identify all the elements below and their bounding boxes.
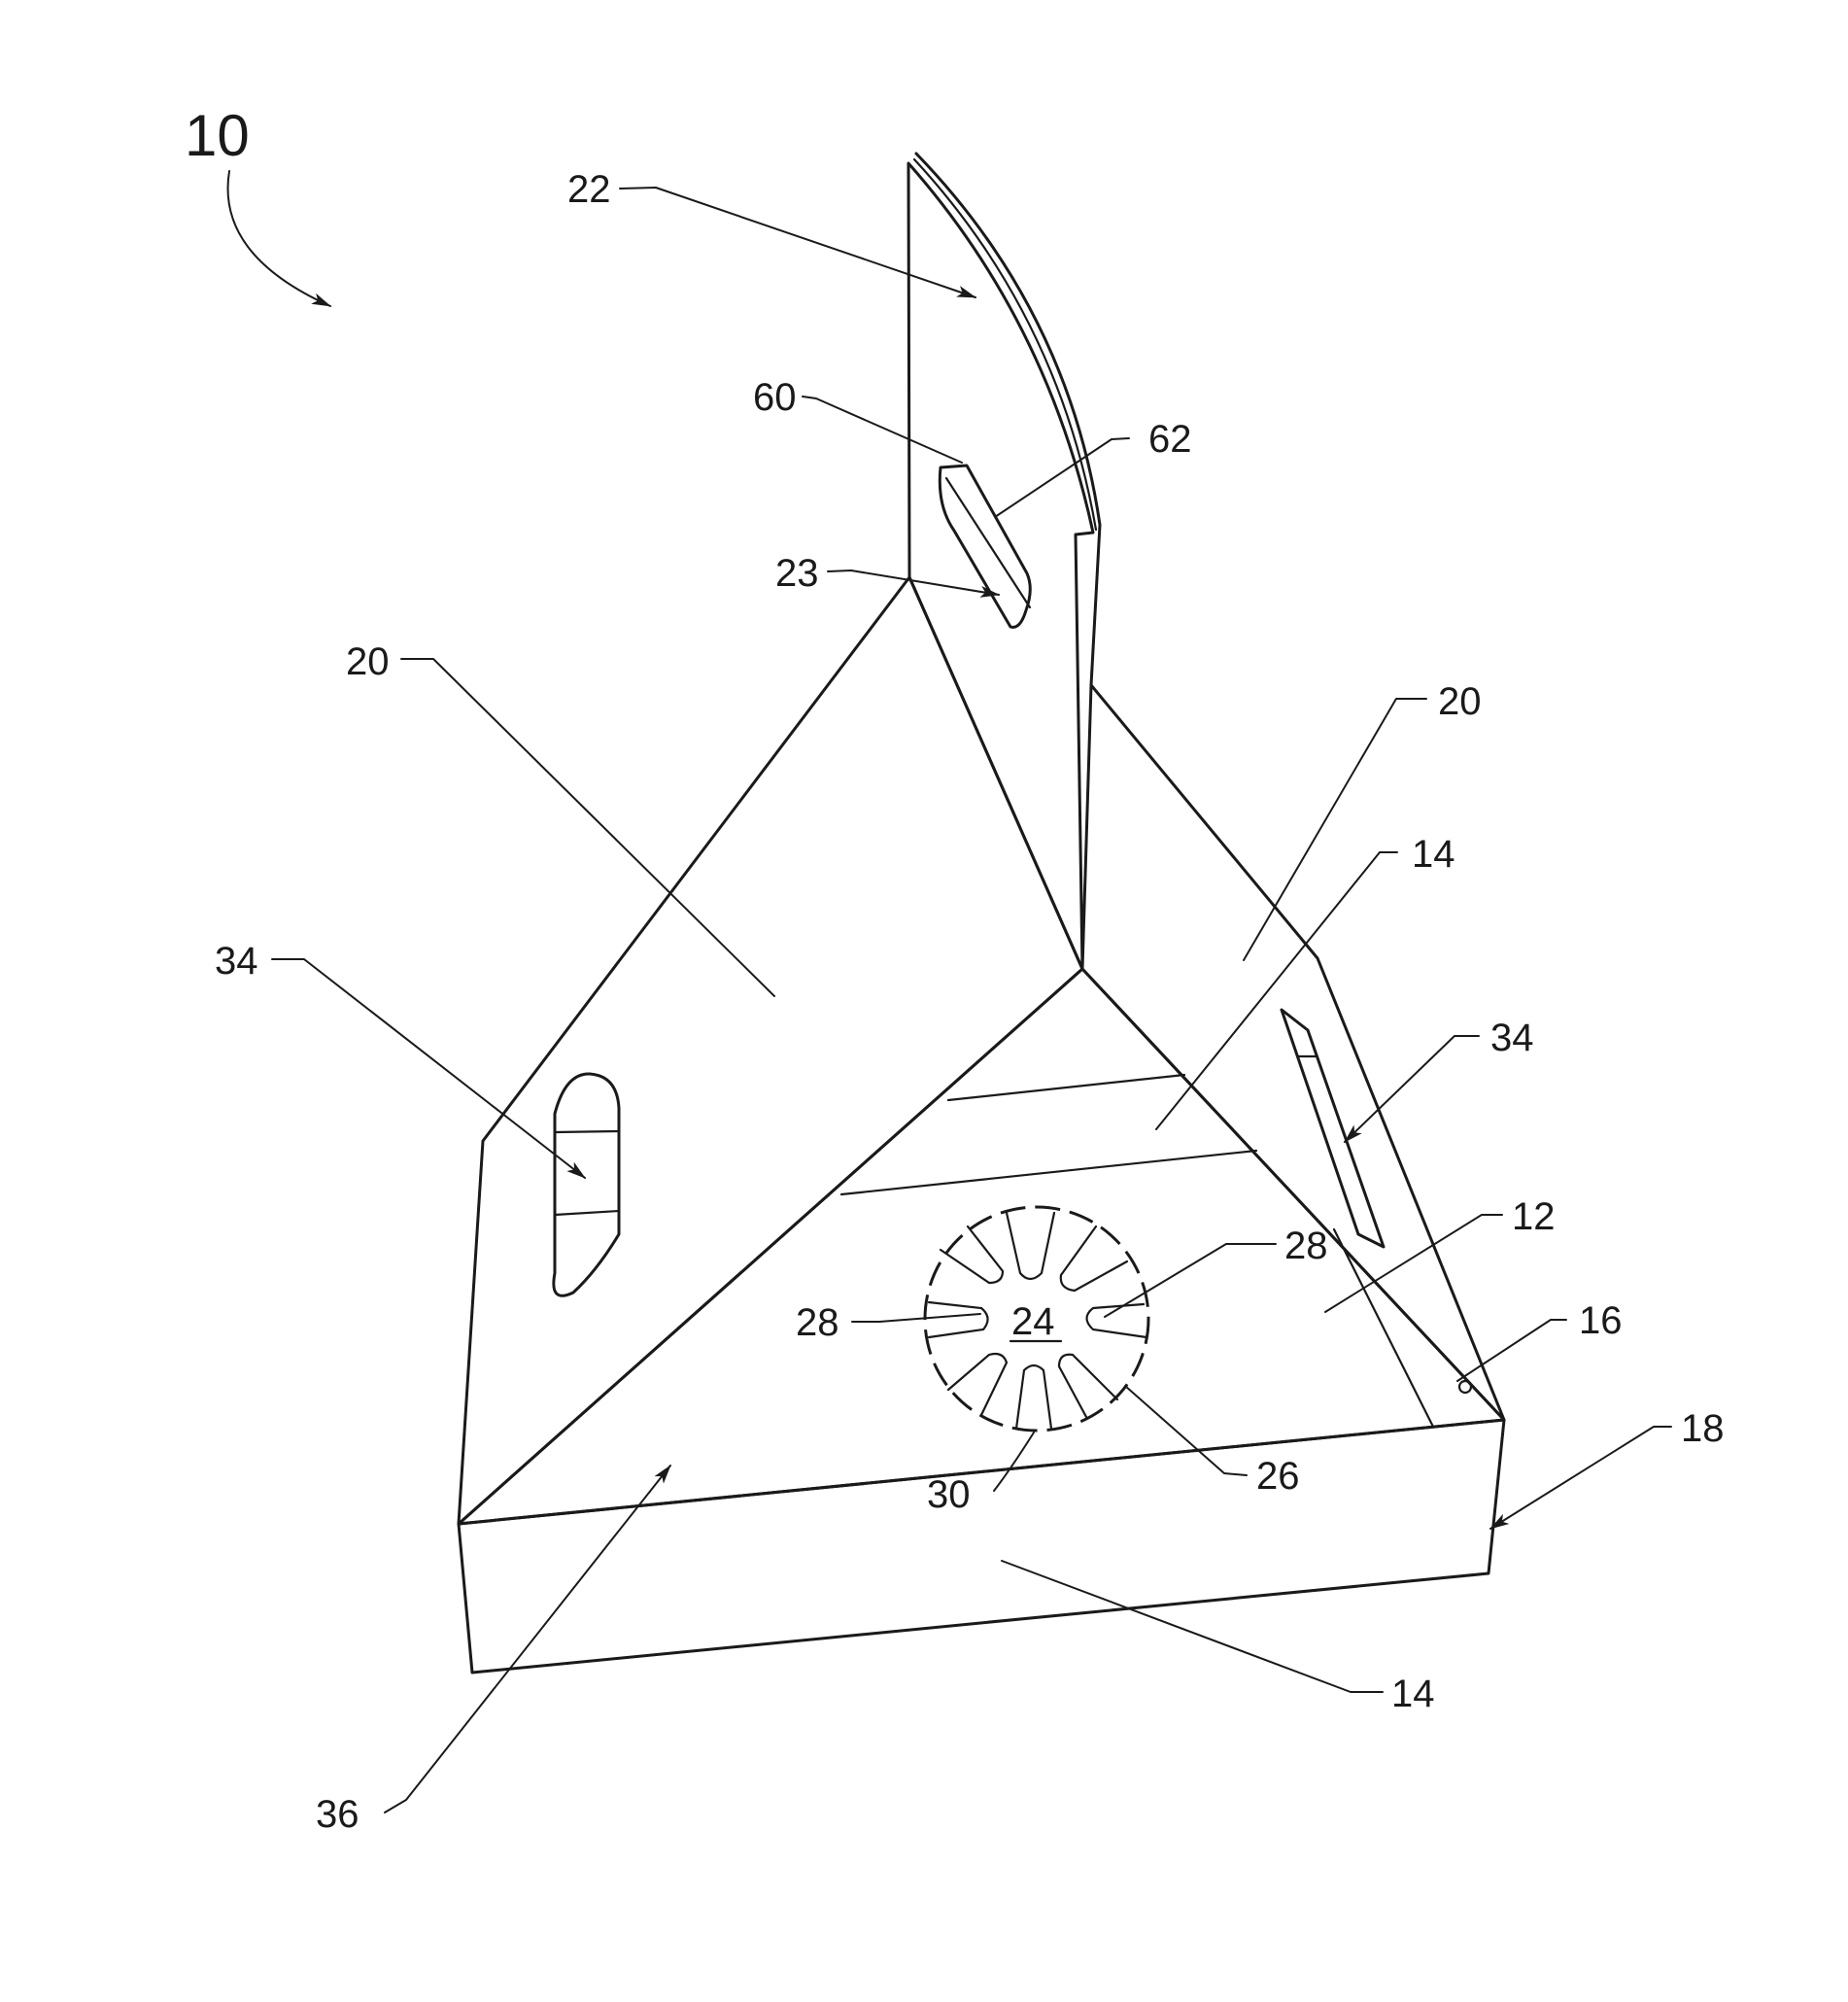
leader-26: [1125, 1386, 1247, 1475]
label-rim: 18: [1681, 1407, 1725, 1450]
leader-30: [994, 1432, 1034, 1491]
leader-20-right: [1244, 699, 1426, 960]
spoke-top-right: [1061, 1226, 1127, 1291]
leader-18: [1490, 1427, 1671, 1529]
leader-34-right: [1345, 1036, 1479, 1142]
blade-back-edge: [916, 154, 1100, 685]
blade-edge-line: [914, 159, 1096, 530]
leader-lines: [228, 171, 1671, 1812]
label-corner: 16: [1579, 1299, 1623, 1342]
top-face: [459, 969, 1504, 1524]
leader-10: [228, 171, 330, 306]
front-band-face: [459, 1420, 1504, 1673]
label-circle-bottom: 30: [927, 1473, 971, 1516]
label-hub: 24: [1011, 1300, 1055, 1343]
spoke-bottom-right: [1059, 1355, 1117, 1417]
left-slot-divider-2: [555, 1211, 619, 1215]
leader-14-bottom: [1002, 1561, 1383, 1692]
label-circle-outline: 26: [1256, 1455, 1300, 1498]
right-slot: [1282, 1010, 1384, 1247]
corner-mark: [1459, 1381, 1471, 1393]
leader-60: [803, 397, 962, 463]
spoke-bottom-left: [948, 1354, 1007, 1415]
label-side-wall-right: 20: [1438, 680, 1482, 723]
device-body: [459, 154, 1504, 1673]
label-base: 12: [1512, 1195, 1556, 1238]
label-slot: 23: [775, 552, 819, 595]
leader-16: [1457, 1320, 1566, 1381]
leader-28-left: [852, 1314, 980, 1322]
label-spoke-left: 28: [796, 1301, 839, 1344]
label-spoke-right: 28: [1284, 1225, 1328, 1267]
label-slot-edge: 62: [1148, 418, 1192, 461]
spoke-top-left: [941, 1226, 1003, 1283]
label-slot-right: 34: [1490, 1017, 1534, 1059]
leader-62: [995, 438, 1129, 517]
label-blade: 22: [567, 168, 611, 211]
label-face-front: 36: [316, 1793, 359, 1836]
label-side-wall-left: 20: [346, 640, 390, 683]
spoke-left: [929, 1302, 988, 1337]
label-slot-left: 34: [215, 940, 258, 983]
label-slot-upper: 60: [753, 376, 797, 419]
spoke-top: [1007, 1213, 1054, 1279]
leader-22: [620, 188, 975, 297]
label-ref-main: 10: [185, 103, 250, 168]
label-band-front: 14: [1391, 1673, 1435, 1715]
reference-numerals: 10 22 60 62 23 20 20 14 34 34 12 28 16 2…: [185, 103, 1725, 1836]
left-slot: [554, 1074, 619, 1295]
band-line-lower: [841, 1151, 1256, 1194]
right-side-wall: [1082, 685, 1504, 1420]
spoke-bottom: [1016, 1365, 1051, 1429]
left-slot-divider-1: [555, 1131, 619, 1132]
band-line-upper: [948, 1075, 1184, 1100]
label-band-top: 14: [1412, 833, 1455, 876]
